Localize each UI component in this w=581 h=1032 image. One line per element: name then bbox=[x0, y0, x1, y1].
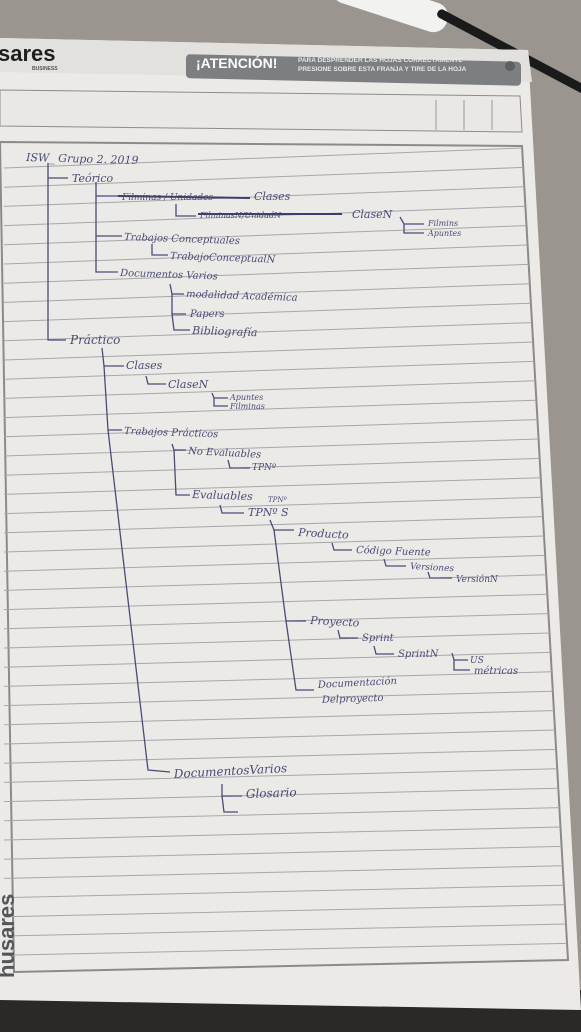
node-papers: Papers bbox=[189, 309, 224, 320]
ruled-line bbox=[3, 651, 551, 668]
node-documentos-varios: Documentos Varios bbox=[119, 268, 218, 282]
node-no-evaluables: No Evaluables bbox=[187, 446, 262, 461]
node-clases: Clases bbox=[254, 190, 291, 203]
node-version-n: VersiónN bbox=[456, 574, 499, 585]
notice-line-1: PARA DESPRENDER LAS HOJAS CORRECTAMENTE bbox=[298, 57, 463, 64]
ruled-line bbox=[3, 923, 567, 937]
atencion-label: ¡ATENCIÓN! bbox=[196, 54, 277, 71]
ruled-line bbox=[3, 574, 547, 591]
ruled-line bbox=[3, 942, 568, 956]
ruled-lines bbox=[3, 147, 568, 956]
node-documentacion: Documentación bbox=[317, 676, 398, 691]
node-versiones: Versiones bbox=[410, 562, 455, 574]
node-apuntes-2: Apuntes bbox=[229, 393, 263, 402]
ruled-line bbox=[3, 419, 538, 438]
node-tpn-s: TPNº S bbox=[248, 506, 289, 519]
ruled-line bbox=[3, 225, 527, 246]
ruled-line bbox=[3, 186, 525, 207]
tear-strip bbox=[0, 89, 523, 133]
ruled-line bbox=[3, 457, 540, 476]
brand-subtitle: BUSINESS bbox=[32, 66, 58, 72]
ruled-line bbox=[3, 380, 536, 399]
node-trabajo-conceptual-n: TrabajoConceptualN bbox=[170, 251, 277, 266]
handwritten-notes: ISW_ Grupo 2. 2019 Teórico Filminas / Un… bbox=[25, 151, 518, 801]
ruled-line bbox=[3, 205, 526, 227]
ruled-line bbox=[3, 904, 565, 918]
ruled-line bbox=[3, 826, 561, 841]
ruled-line bbox=[3, 748, 557, 764]
node-us: US bbox=[470, 656, 484, 666]
node-producto: Producto bbox=[297, 526, 350, 542]
node-tpn-small: TPNº bbox=[268, 496, 288, 504]
node-modalidad-academica: modalidad Académica bbox=[186, 289, 298, 304]
node-proyecto: Proyecto bbox=[309, 614, 360, 630]
ruled-line bbox=[3, 166, 524, 188]
ruled-line bbox=[3, 341, 534, 361]
ruled-line bbox=[3, 710, 554, 726]
writing-frame bbox=[0, 140, 570, 974]
ruled-line bbox=[3, 496, 542, 515]
ruled-line bbox=[3, 147, 523, 169]
notice-box bbox=[186, 54, 521, 86]
ruled-line bbox=[3, 263, 529, 284]
brand-logo: sares bbox=[0, 41, 56, 66]
node-filminas-2: Filminas bbox=[229, 402, 265, 411]
ruled-line bbox=[3, 729, 556, 745]
ruled-line bbox=[3, 671, 552, 687]
ruled-line bbox=[3, 768, 558, 783]
ruled-line bbox=[3, 554, 546, 572]
tear-strip-ticks bbox=[435, 100, 493, 130]
ruled-line bbox=[3, 845, 562, 860]
node-sprint: Sprint bbox=[362, 633, 395, 644]
tree-connectors bbox=[47, 163, 470, 813]
ruled-line bbox=[3, 360, 535, 380]
node-filmins: Filmins bbox=[427, 219, 458, 228]
node-filminas-unidad-struck: FilminasN/UnidadN bbox=[199, 211, 282, 220]
notice-badge-icon bbox=[505, 61, 515, 71]
node-tpn: TPNº bbox=[252, 463, 277, 473]
node-metricas: métricas bbox=[474, 666, 518, 677]
node-filminas-struck: Filminas / Unidades bbox=[121, 193, 213, 203]
node-documentos-varios-2: DocumentosVarios bbox=[172, 761, 287, 781]
node-evaluables: Evaluables bbox=[191, 488, 253, 503]
pen-white bbox=[331, 0, 449, 33]
note-heading: ISW_ Grupo 2. 2019 bbox=[25, 151, 139, 167]
ruled-line bbox=[3, 516, 543, 534]
ruled-line bbox=[3, 322, 532, 342]
ruled-line bbox=[3, 477, 541, 495]
node-sprint-n: SprintN bbox=[398, 649, 440, 660]
ruled-line bbox=[3, 283, 530, 303]
ruled-line bbox=[3, 535, 545, 553]
node-teorico: Teórico bbox=[72, 172, 114, 185]
node-glosario: Glosario bbox=[246, 785, 297, 801]
side-brand: husares bbox=[0, 894, 19, 978]
node-trabajos-conceptuales: Trabajos Conceptuales bbox=[124, 232, 240, 247]
node-bibliografia: Bibliografía bbox=[191, 324, 258, 339]
ruled-line bbox=[3, 865, 563, 879]
ruled-line bbox=[3, 884, 564, 899]
ruled-line bbox=[3, 632, 550, 649]
node-clases-2: Clases bbox=[126, 359, 163, 372]
ruled-line bbox=[3, 690, 553, 707]
node-trabajos-practicos: Trabajos Prácticos bbox=[124, 426, 219, 440]
ruled-line bbox=[3, 613, 549, 630]
node-del-proyecto: Delproyecto bbox=[321, 693, 384, 706]
ruled-line bbox=[3, 438, 539, 457]
node-clasen: ClaseN bbox=[352, 208, 393, 221]
ruled-line bbox=[3, 244, 528, 265]
ruled-line bbox=[3, 807, 560, 822]
ruled-line bbox=[3, 302, 531, 323]
node-practico: Práctico bbox=[69, 333, 120, 347]
node-apuntes: Apuntes bbox=[427, 229, 461, 238]
ruled-line bbox=[3, 399, 537, 419]
strike-lines bbox=[117, 195, 342, 215]
node-codigo-fuente: Código Fuente bbox=[356, 545, 431, 559]
node-clasen-2: ClaseN bbox=[168, 378, 209, 391]
ruled-line bbox=[3, 787, 559, 803]
notice-line-2: PRESIONE SOBRE ESTA FRANJA Y TIRE DE LA … bbox=[298, 66, 467, 73]
ruled-line bbox=[3, 593, 548, 611]
